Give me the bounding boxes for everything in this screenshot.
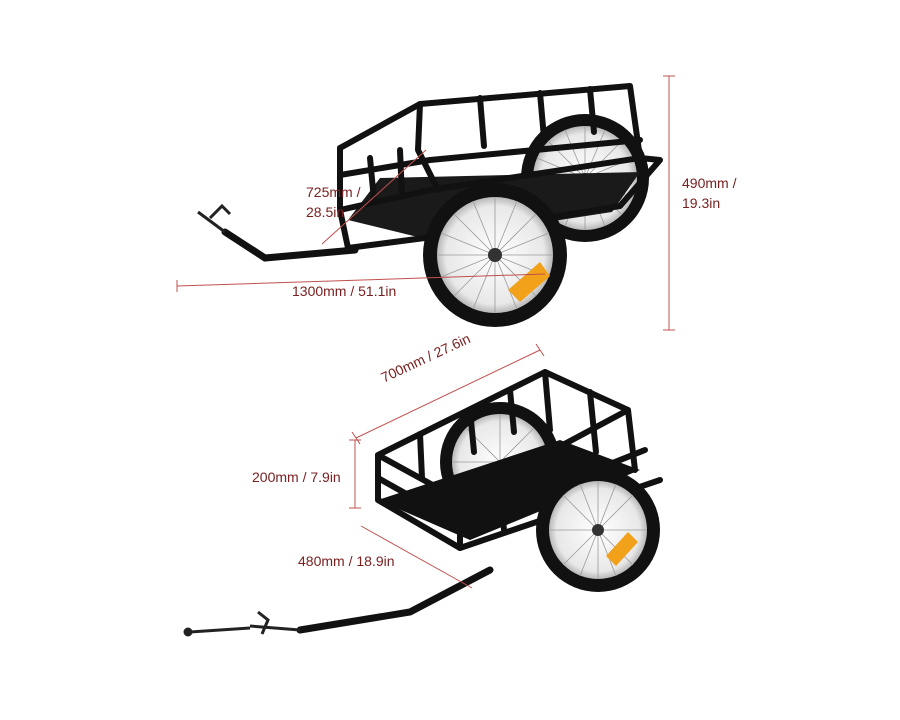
bottom-dimension-lines	[349, 343, 545, 589]
bottom-side-height-label: 200mm / 7.9in	[252, 469, 341, 485]
top-trailer	[176, 75, 675, 331]
top-dimension-lines	[176, 75, 675, 331]
top-drawbar	[221, 228, 359, 262]
top-front-wheel	[423, 183, 567, 327]
top-depth-label-line2: 28.5in	[306, 204, 345, 220]
bottom-bed-depth-label: 480mm / 18.9in	[298, 553, 395, 569]
top-hitch	[197, 203, 232, 234]
bottom-reflector	[606, 532, 638, 566]
top-reflector	[508, 262, 550, 302]
top-height-label: 490mm / 19.3in	[682, 173, 736, 213]
bottom-trailer	[183, 343, 663, 637]
top-length-label: 1300mm / 51.1in	[292, 283, 397, 299]
top-depth-label: 725mm / 28.5in	[306, 182, 360, 222]
top-height-label-line2: 19.3in	[682, 195, 721, 211]
top-height-label-line1: 490mm /	[682, 175, 737, 191]
bottom-front-wheel	[536, 468, 660, 592]
bottom-drawbar	[296, 566, 494, 634]
top-depth-label-line1: 725mm /	[306, 184, 361, 200]
bottom-hitch	[183, 610, 301, 637]
